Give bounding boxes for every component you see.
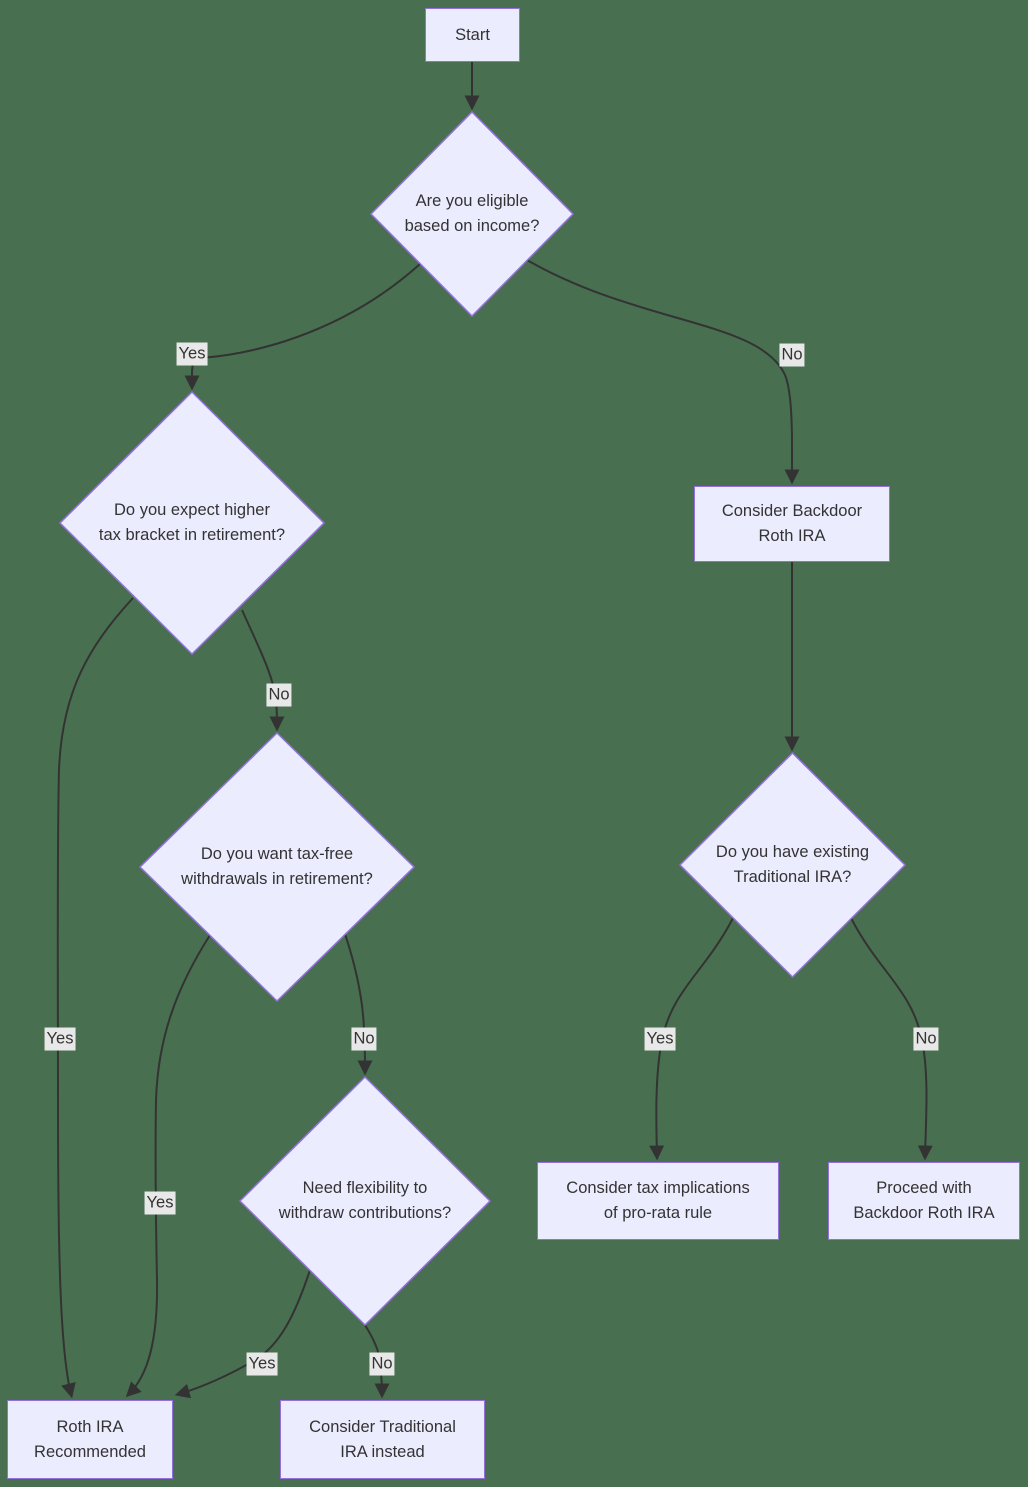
edge-label-eligible-yes: Yes — [176, 342, 208, 366]
node-consider-backdoor-label: Consider Backdoor Roth IRA — [722, 499, 862, 549]
edge-eligible-yes-higher-bracket — [184, 263, 421, 391]
node-existing-ira-decision: Do you have existing Traditional IRA? — [678, 751, 907, 979]
diamond-shape — [369, 110, 575, 318]
node-pro-rata: Consider tax implications of pro-rata ru… — [537, 1162, 779, 1240]
node-tax-free-decision-line: Do you want tax-free — [200, 845, 354, 863]
node-consider-backdoor-line: Consider Backdoor — [721, 502, 863, 520]
node-tax-free-decision-line: withdrawals in retirement? — [181, 870, 373, 888]
node-pro-rata-line: of pro-rata rule — [603, 1204, 713, 1222]
edge-label-tax-free-yes: Yes — [144, 1191, 176, 1215]
node-consider-traditional-label: Consider Traditional IRA instead — [309, 1415, 456, 1465]
node-eligible-decision-line: based on income? — [404, 217, 540, 235]
node-existing-ira-decision-label: Do you have existing Traditional IRA? — [716, 840, 869, 890]
node-flexibility-decision: Need flexibility to withdraw contributio… — [238, 1075, 492, 1327]
node-consider-traditional-line: IRA instead — [340, 1442, 425, 1461]
diamond-shape — [678, 751, 907, 979]
edge-label-existing-ira-yes: Yes — [644, 1027, 676, 1051]
node-roth-recommended-line: Roth IRA — [56, 1417, 124, 1436]
node-higher-bracket-decision-line: Do you expect higher — [114, 501, 270, 519]
node-roth-recommended-line: Recommended — [34, 1442, 146, 1461]
node-pro-rata-label: Consider tax implications of pro-rata ru… — [566, 1176, 749, 1226]
node-flexibility-decision-line: withdraw contributions? — [278, 1204, 452, 1222]
node-roth-recommended: Roth IRA Recommended — [7, 1400, 173, 1479]
node-higher-bracket-decision: Do you expect higher tax bracket in reti… — [58, 390, 326, 656]
node-start-line: Start — [455, 25, 490, 44]
node-tax-free-decision: Do you want tax-free withdrawals in reti… — [138, 731, 416, 1003]
node-proceed-backdoor: Proceed with Backdoor Roth IRA — [828, 1162, 1020, 1240]
edge-label-flexibility-no: No — [369, 1352, 395, 1376]
node-eligible-decision: Are you eligible based on income? — [369, 110, 575, 318]
edge-higher-bracket-yes-roth — [56, 597, 134, 1399]
node-proceed-backdoor-label: Proceed with Backdoor Roth IRA — [853, 1176, 994, 1226]
node-pro-rata-line: Consider tax implications — [566, 1179, 750, 1197]
node-start: Start — [425, 8, 520, 62]
node-existing-ira-decision-line: Do you have existing — [715, 843, 870, 861]
node-higher-bracket-decision-label: Do you expect higher tax bracket in reti… — [99, 498, 285, 548]
edge-label-tax-free-no: No — [351, 1027, 377, 1051]
node-consider-backdoor: Consider Backdoor Roth IRA — [694, 486, 890, 562]
edge-label-higher-bracket-no: No — [266, 683, 292, 707]
node-proceed-backdoor-line: Backdoor Roth IRA — [853, 1204, 995, 1222]
node-consider-traditional-line: Consider Traditional — [309, 1417, 456, 1436]
edge-label-higher-bracket-yes: Yes — [44, 1027, 76, 1051]
diamond-shape — [58, 390, 326, 656]
node-proceed-backdoor-line: Proceed with — [876, 1179, 972, 1197]
node-consider-traditional: Consider Traditional IRA instead — [280, 1400, 485, 1479]
diamond-shape — [138, 731, 416, 1003]
node-flexibility-decision-line: Need flexibility to — [302, 1179, 428, 1197]
edge-label-flexibility-yes: Yes — [246, 1352, 278, 1376]
diamond-shape — [238, 1075, 492, 1327]
node-tax-free-decision-label: Do you want tax-free withdrawals in reti… — [181, 842, 373, 892]
edge-eligible-no-backdoor — [526, 259, 800, 485]
node-eligible-decision-line: Are you eligible — [415, 192, 529, 210]
node-existing-ira-decision-line: Traditional IRA? — [733, 868, 852, 886]
node-start-label: Start — [455, 23, 490, 48]
edge-label-existing-ira-no: No — [913, 1027, 939, 1051]
edge-label-eligible-no: No — [779, 343, 805, 367]
node-higher-bracket-decision-line: tax bracket in retirement? — [98, 526, 286, 544]
node-eligible-decision-label: Are you eligible based on income? — [405, 189, 540, 239]
node-flexibility-decision-label: Need flexibility to withdraw contributio… — [279, 1176, 451, 1226]
edge-tax-free-yes-roth — [125, 934, 211, 1398]
node-roth-recommended-label: Roth IRA Recommended — [34, 1415, 146, 1465]
node-consider-backdoor-line: Roth IRA — [758, 527, 826, 545]
